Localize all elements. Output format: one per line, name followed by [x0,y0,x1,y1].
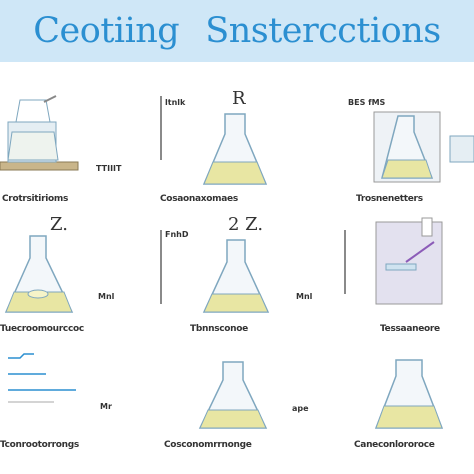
title-banner: Ceotiing Snstercctions [0,0,474,62]
flask-illustration [4,235,74,313]
caption: Tuecroomourccoc [0,324,84,334]
flask-illustration [202,113,268,185]
title-word-1: Ceotiing [33,11,180,51]
side-label: TTIIIT [96,164,122,173]
graph-illustration [8,353,76,403]
caption: Crotrsitirioms [2,194,69,204]
reagent-mark: Z. [50,214,68,235]
flask-illustration [198,361,268,429]
caption: Trosnenetters [356,194,423,204]
caption: Tessaaneore [380,324,440,334]
flask-illustration [374,359,444,429]
flask-in-box-illustration [373,111,474,183]
caption: Cosaonaxomaes [160,194,238,204]
side-label: FnhD [165,230,189,239]
reagent-mark: R [232,88,246,109]
beaker-illustration [375,217,443,305]
flask-illustration [202,239,270,313]
side-label: Mnl [296,292,313,301]
side-label: Mnl [98,292,115,301]
illustration-sheet: TTIIIT Crotrsitirioms ltnlk R Cosaonaxom… [0,62,474,474]
caption: Tconrootorrongs [0,440,79,450]
title-word-2: Snstercctions [205,11,441,51]
divider-line [160,230,162,304]
caption: Cosconomrrnonge [164,440,252,450]
side-label: ape [292,404,309,413]
side-label: ltnlk [165,98,186,107]
reagent-mark: 2 Z. [228,214,264,235]
side-label: BES fMS [348,98,386,107]
divider-line [160,96,162,160]
caption: Caneconlororoce [354,440,435,450]
side-label: Mr [100,402,112,411]
divider-line [344,230,346,294]
apparatus-illustration [0,95,79,171]
caption: Tbnnsconoe [190,324,248,334]
